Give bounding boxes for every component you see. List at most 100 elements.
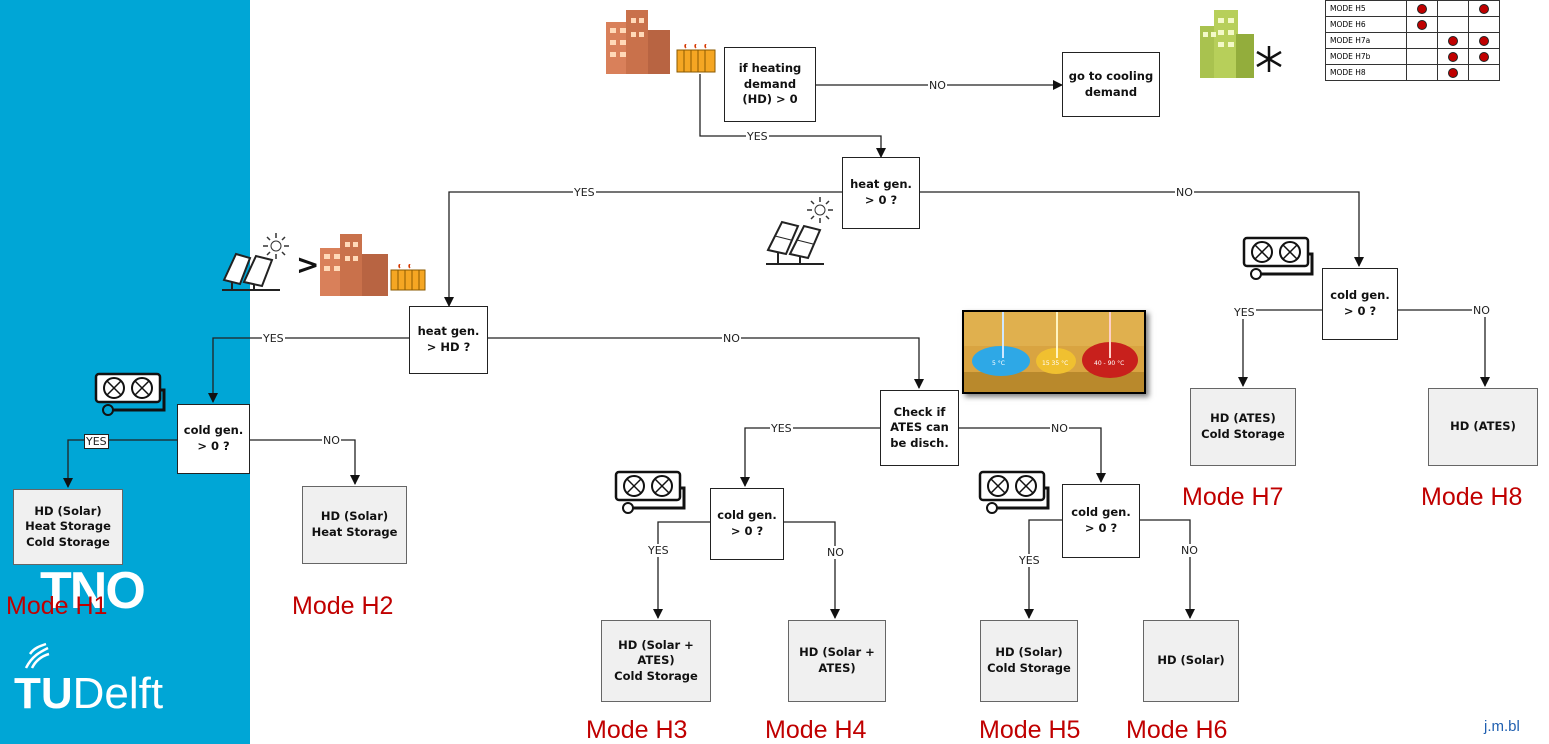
decision-ates-discharge: Check if ATES can be disch.	[880, 390, 959, 466]
mode-table-cell	[1406, 48, 1438, 65]
edge-d6-yes	[653, 521, 710, 619]
outcome-mode-h7: HD (ATES) Cold Storage	[1190, 388, 1296, 466]
edge-d7-yes	[1024, 519, 1062, 619]
outcome-mode-h5: HD (Solar) Cold Storage	[980, 620, 1078, 702]
mode-table-cell	[1437, 32, 1469, 49]
outcome-mode-h6: HD (Solar)	[1143, 620, 1239, 702]
sun-icon	[807, 197, 833, 223]
building-icon	[1200, 10, 1254, 78]
mode-table-cell	[1468, 0, 1500, 17]
decision-cold-gen-2: cold gen. > 0 ?	[710, 488, 784, 560]
outcome-mode-h8: HD (ATES)	[1428, 388, 1538, 466]
edge-d7-no	[1140, 519, 1195, 619]
edge-label-yes: YES	[1018, 554, 1041, 567]
active-dot-icon	[1448, 67, 1458, 78]
mode-label-h3: Mode H3	[586, 716, 688, 744]
edge-d3-no	[488, 337, 924, 389]
greater-than-sign: >	[296, 248, 320, 281]
mode-table-row: MODE H8	[1325, 64, 1500, 81]
edge-label-yes: YES	[647, 544, 670, 557]
mode-table-row: MODE H7a	[1325, 32, 1500, 49]
edge-d4-no	[250, 439, 360, 485]
mode-table-cell	[1437, 16, 1469, 33]
snowflake-icon	[1256, 46, 1282, 72]
active-dot-icon	[1479, 51, 1489, 62]
active-dot-icon	[1448, 51, 1458, 62]
mode-label-h4: Mode H4	[765, 716, 867, 744]
edge-label-yes: YES	[262, 332, 285, 345]
mode-table-cell	[1468, 32, 1500, 49]
mode-label-h8: Mode H8	[1421, 483, 1523, 511]
mode-table-row-label: MODE H7b	[1325, 48, 1407, 65]
active-dot-icon	[1479, 3, 1489, 14]
flame-icon	[24, 642, 50, 669]
active-dot-icon	[1448, 35, 1458, 46]
ates-cold-label: 5 °C	[992, 360, 1005, 367]
edge-label-yes: YES	[770, 422, 793, 435]
outcome-mode-h3: HD (Solar + ATES) Cold Storage	[601, 620, 711, 702]
building-icon	[606, 10, 670, 74]
chiller-icon	[978, 470, 1050, 514]
tno-logo: TNO	[40, 562, 146, 620]
edge-d5-no	[959, 427, 1106, 483]
outcome-mode-h2: HD (Solar) Heat Storage	[302, 486, 407, 564]
solar-panel-icon	[222, 252, 280, 291]
outcome-mode-h4: HD (Solar + ATES)	[788, 620, 886, 702]
cooling-demand-box: go to cooling demand	[1062, 52, 1160, 117]
edge-label-yes: YES	[1233, 306, 1256, 319]
mode-table-row-label: MODE H5	[1325, 0, 1407, 17]
decision-heating-demand: if heating demand (HD) > 0	[724, 47, 816, 122]
mode-table-row: MODE H6	[1325, 16, 1500, 33]
tudelft-logo-tu: TU	[14, 669, 73, 718]
mode-label-h2: Mode H2	[292, 592, 394, 620]
edge-d6-no	[784, 521, 840, 619]
edge-label-no: NO	[826, 546, 845, 559]
edge-d2-yes	[444, 191, 842, 307]
mode-table-row-label: MODE H6	[1325, 16, 1407, 33]
contact-email: j.m.bl	[1484, 718, 1520, 735]
ates-mid-label: 15 35 °C	[1042, 360, 1069, 367]
mode-table-cell	[1437, 48, 1469, 65]
mode-label-h5: Mode H5	[979, 716, 1081, 744]
edge-d8-no	[1398, 309, 1490, 387]
chiller-icon	[1242, 236, 1314, 280]
mode-table-cell	[1406, 16, 1438, 33]
solar-panel-icon	[766, 220, 824, 265]
radiator-icon	[676, 44, 716, 73]
tudelft-logo-delft: Delft	[72, 669, 164, 718]
decision-heat-gen-gt-hd: heat gen. > HD ?	[409, 306, 488, 374]
edge-label-no: NO	[1175, 186, 1194, 199]
edge-d5-yes	[740, 427, 880, 487]
mode-table-row: MODE H7b	[1325, 48, 1500, 65]
edge-label-no: NO	[1180, 544, 1199, 557]
mode-label-h6: Mode H6	[1126, 716, 1228, 744]
radiator-icon	[390, 264, 426, 291]
mode-table-cell	[1437, 64, 1469, 81]
ates-hot-label: 40 - 90 °C	[1094, 360, 1125, 367]
chiller-icon	[94, 372, 166, 416]
sidebar-band	[0, 0, 250, 744]
active-dot-icon	[1417, 19, 1427, 30]
edge-d4-yes	[63, 439, 177, 488]
decision-cold-gen-1: cold gen. > 0 ?	[177, 404, 250, 474]
mode-table-row-label: MODE H8	[1325, 64, 1407, 81]
edge-d2-no	[920, 191, 1364, 267]
mode-table-row: MODE H5	[1325, 0, 1500, 17]
edge-d1-yes	[699, 74, 886, 158]
edge-label-no: NO	[1472, 304, 1491, 317]
active-dot-icon	[1479, 35, 1489, 46]
edge-label-no: NO	[1050, 422, 1069, 435]
building-icon	[320, 234, 388, 296]
mode-table-cell	[1468, 64, 1500, 81]
outcome-mode-h1: HD (Solar) Heat Storage Cold Storage	[13, 489, 123, 565]
decision-cold-gen-3: cold gen. > 0 ?	[1062, 484, 1140, 558]
mode-table-cell	[1437, 0, 1469, 17]
tudelft-logo: TUDelft	[14, 670, 163, 718]
edge-label-no: NO	[322, 434, 341, 447]
edge-label-yes: YES	[84, 434, 109, 449]
mode-table-cell	[1406, 0, 1438, 17]
mode-table-cell	[1406, 64, 1438, 81]
mode-table-row-label: MODE H7a	[1325, 32, 1407, 49]
chiller-icon	[614, 470, 686, 514]
